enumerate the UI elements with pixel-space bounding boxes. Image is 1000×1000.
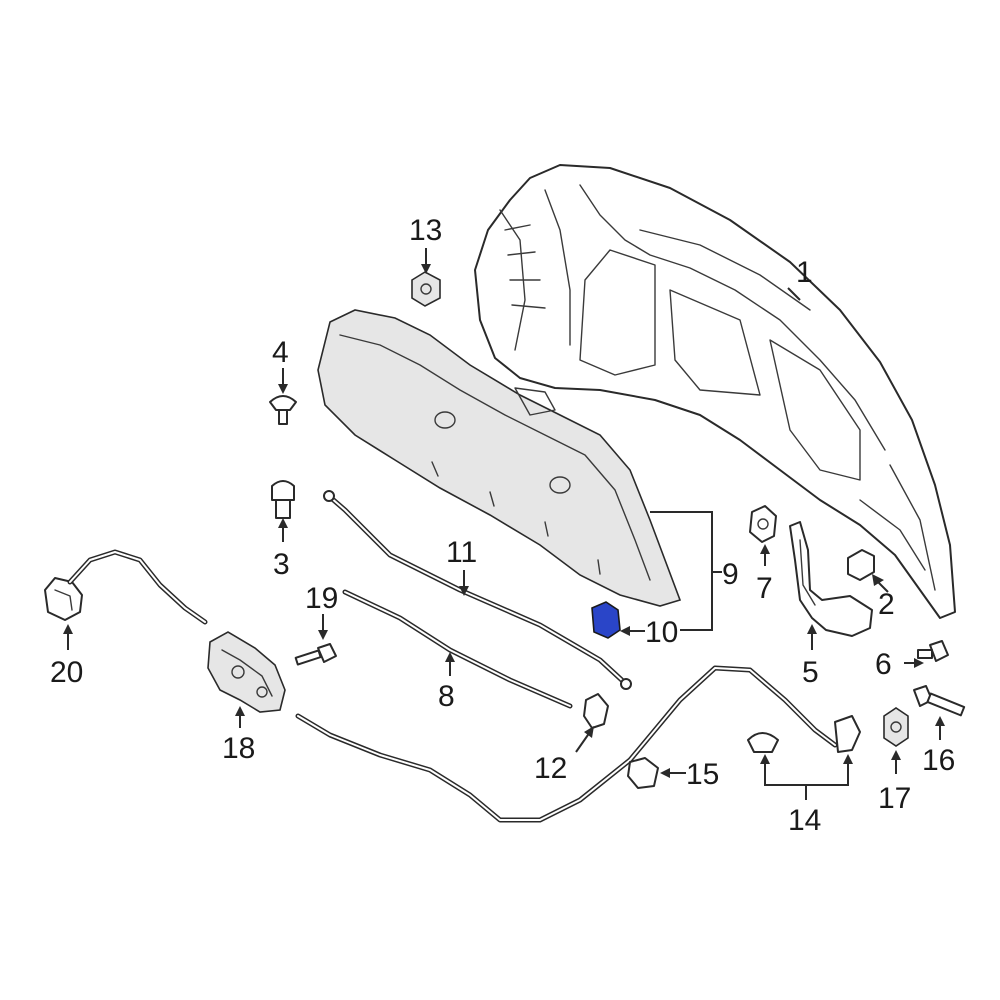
callout-13: 13 [409, 214, 442, 247]
callout-19: 19 [305, 582, 338, 615]
callout-2: 2 [878, 588, 895, 621]
hinge-bolt[interactable] [294, 643, 337, 666]
hood-support-rod[interactable] [323, 490, 632, 690]
callout-17: 17 [878, 782, 911, 815]
hood-insulator[interactable] [317, 309, 682, 607]
callout-18: 18 [222, 732, 255, 765]
hinge-bolt-lower[interactable] [913, 685, 966, 717]
hood-nut[interactable] [411, 271, 441, 307]
release-handle[interactable] [44, 549, 208, 625]
push-pin-clip[interactable] [269, 395, 297, 425]
callout-4: 4 [272, 336, 289, 369]
hinge-nut[interactable] [883, 707, 909, 747]
callout-12: 12 [534, 752, 567, 785]
callout-14: 14 [788, 804, 821, 837]
callout-10: 10 [645, 616, 678, 649]
callout-9: 9 [722, 558, 739, 591]
callout-3: 3 [273, 548, 290, 581]
callout-11: 11 [446, 536, 477, 569]
callout-5: 5 [802, 656, 819, 689]
hood-bumper[interactable] [271, 480, 295, 519]
callout-20: 20 [50, 656, 83, 689]
hood-stop-bumper[interactable] [847, 549, 875, 581]
hinge-bolt-upper[interactable] [917, 640, 949, 662]
hood-hinge[interactable] [789, 521, 873, 637]
release-cable[interactable] [295, 665, 861, 823]
insulator-retainer[interactable] [591, 601, 621, 639]
highlighted-part-shape [591, 601, 621, 639]
callout-15: 15 [686, 758, 719, 791]
callout-8: 8 [438, 680, 455, 713]
grommet[interactable] [749, 505, 777, 543]
hood-latch[interactable] [207, 631, 286, 713]
cable-retainer[interactable] [627, 757, 659, 789]
hood-panel[interactable] [474, 164, 956, 619]
callout-1: 1 [796, 256, 813, 289]
callout-16: 16 [922, 744, 955, 777]
callout-7: 7 [756, 572, 773, 605]
hood-seal[interactable] [342, 589, 573, 709]
callout-6: 6 [875, 648, 892, 681]
cable-clip[interactable] [583, 693, 609, 729]
